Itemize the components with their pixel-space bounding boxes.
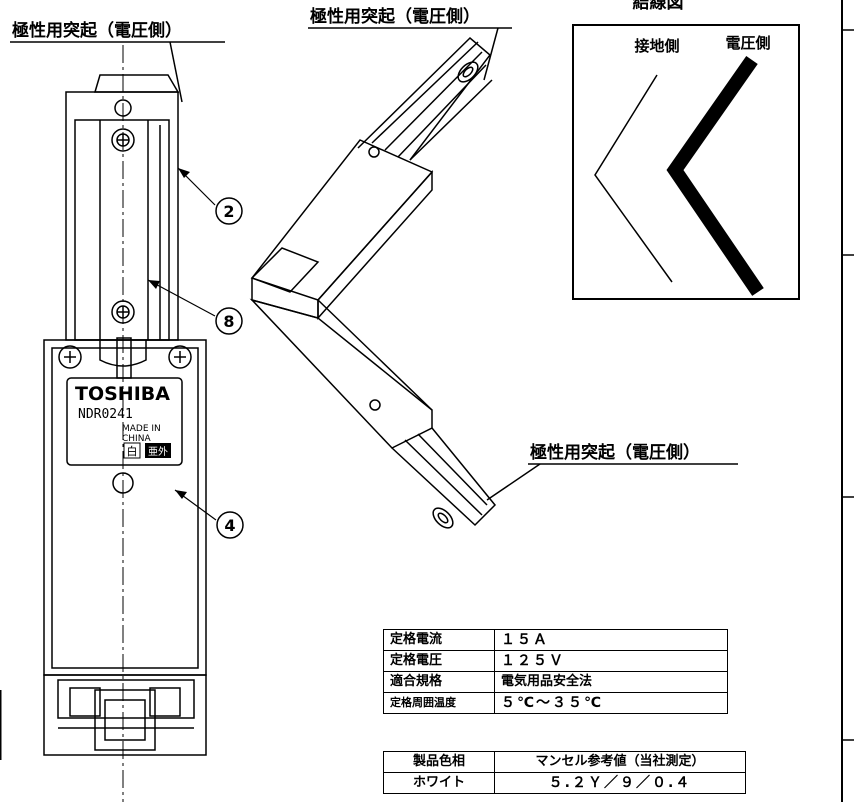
voltage-wire [666,55,764,296]
svg-text:亜外: 亜外 [148,446,168,458]
table-row: 製品色相 マンセル参考値（当社測定） [383,751,746,773]
polarity-label-left: 極性用突起（電圧側） [12,20,182,41]
table-row: 定格電圧 １２５Ｖ [383,650,728,672]
svg-text:4: 4 [224,516,235,535]
nameplate [66,377,183,466]
svg-text:白: 白 [127,444,138,458]
wiring-title: 結線図 [633,0,684,13]
polarity-label-bottom: 極性用突起（電圧側） [530,442,700,463]
callout-4: 4 [174,489,244,539]
iso-connector [249,36,497,529]
wiring-box [572,24,800,300]
voltage-side-label: 電圧側 [725,34,770,52]
spec-table: 定格電流 １５Ａ 定格電圧 １２５Ｖ 適合規格 電気用品安全法 定格周囲温度 ５… [383,629,728,714]
table-row: 適合規格 電気用品安全法 [383,671,728,693]
color-table: 製品色相 マンセル参考値（当社測定） ホワイト ５.２Ｙ／９／０.４ [383,751,746,794]
svg-text:8: 8 [223,312,234,331]
table-row: ホワイト ５.２Ｙ／９／０.４ [383,772,746,794]
callout-8: 8 [147,279,243,335]
svg-text:2: 2 [223,202,234,221]
nameplate-text: TOSHIBA NDR0241 MADE IN CHINA 白 亜外 [75,383,171,459]
screw-right [168,345,192,369]
front-view [43,74,207,756]
table-row: 定格電流 １５Ａ [383,629,728,651]
ground-side-label: 接地側 [634,37,679,55]
table-row: 定格周囲温度 ５℃～３５℃ [383,692,728,714]
svg-text:MADE IN: MADE IN [122,424,161,434]
brand-logo: TOSHIBA [75,383,170,405]
ground-wire [594,74,673,283]
model-number: NDR0241 [78,407,133,422]
svg-text:CHINA: CHINA [122,434,151,444]
polarity-label-top: 極性用突起（電圧側） [310,6,480,27]
screw-left [58,345,82,369]
callout-2: 2 [177,167,243,225]
